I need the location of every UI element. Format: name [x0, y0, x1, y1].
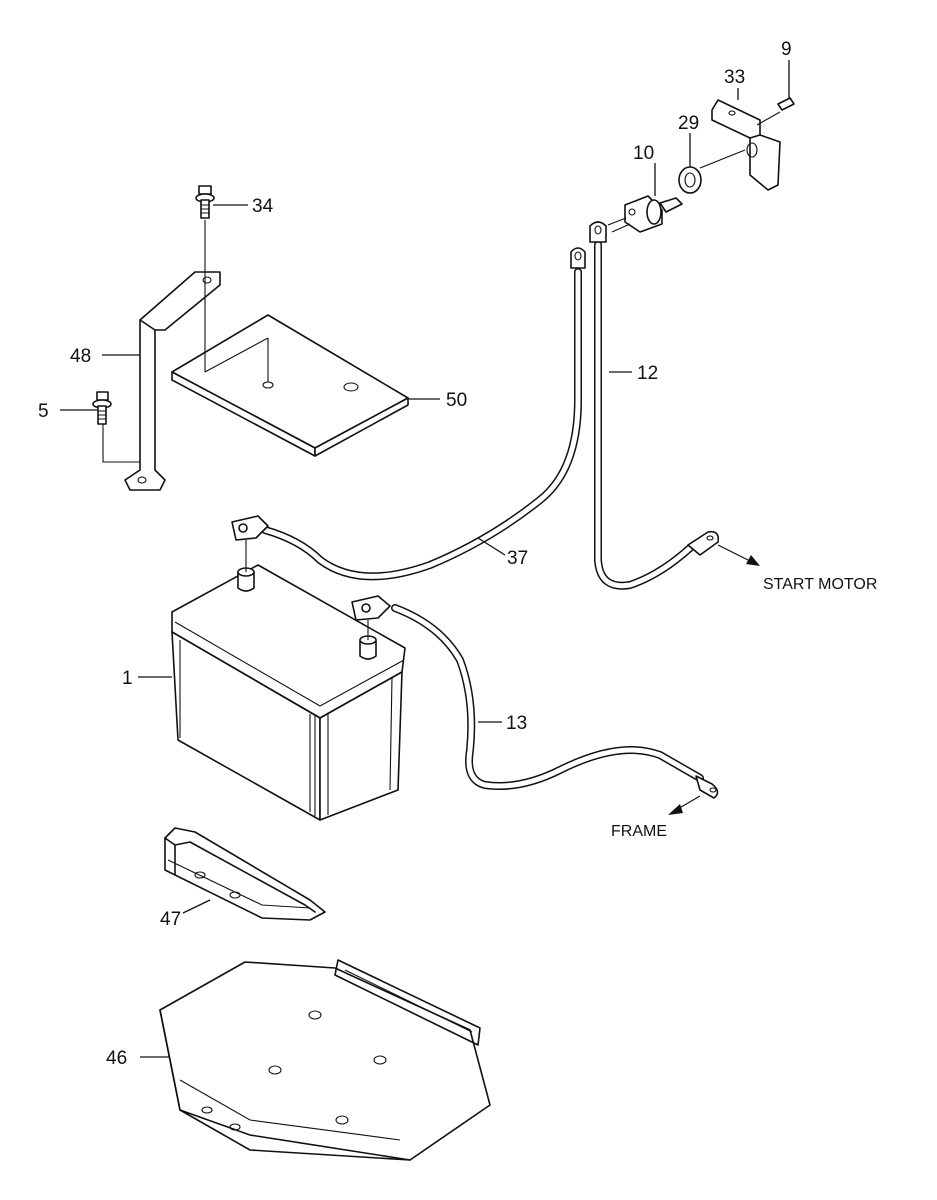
plate-50: [171, 314, 409, 457]
start-motor-arrow: [717, 544, 760, 566]
cable-37: [231, 247, 586, 581]
cable-13: [351, 595, 719, 799]
label-part-34: 34: [252, 196, 274, 217]
callout-lines: [60, 60, 790, 1058]
label-part-37: 37: [507, 548, 528, 569]
screw-9: [756, 97, 795, 126]
label-part-12: 12: [637, 363, 658, 384]
battery-1: [171, 564, 406, 821]
direction-notes: START MOTOR FRAME: [611, 576, 877, 840]
cable-12: [589, 221, 720, 590]
start-motor-note: START MOTOR: [763, 576, 877, 593]
label-part-47: 47: [160, 909, 181, 930]
washer-29: [678, 149, 746, 194]
bracket-33: [711, 99, 781, 191]
label-part-13: 13: [506, 713, 527, 734]
label-part-9: 9: [781, 39, 792, 60]
switch-10: [607, 195, 683, 233]
label-part-48: 48: [70, 346, 91, 367]
label-part-1: 1: [122, 668, 133, 689]
label-part-50: 50: [446, 390, 467, 411]
battery-tray-46: [159, 959, 491, 1161]
bolt-34: [195, 185, 215, 219]
holder-47: [164, 827, 326, 921]
strap-48: [102, 220, 221, 491]
label-part-33: 33: [724, 67, 745, 88]
frame-arrow: [668, 795, 701, 815]
frame-note: FRAME: [611, 823, 667, 840]
part-labels: 1 5 9 10 12 13 29 33 34 37 46 47 48 50: [38, 39, 792, 1069]
label-part-5: 5: [38, 401, 49, 422]
bolt-5: [92, 391, 112, 425]
label-part-29: 29: [678, 113, 699, 134]
label-part-10: 10: [633, 143, 654, 164]
label-part-46: 46: [106, 1048, 127, 1069]
